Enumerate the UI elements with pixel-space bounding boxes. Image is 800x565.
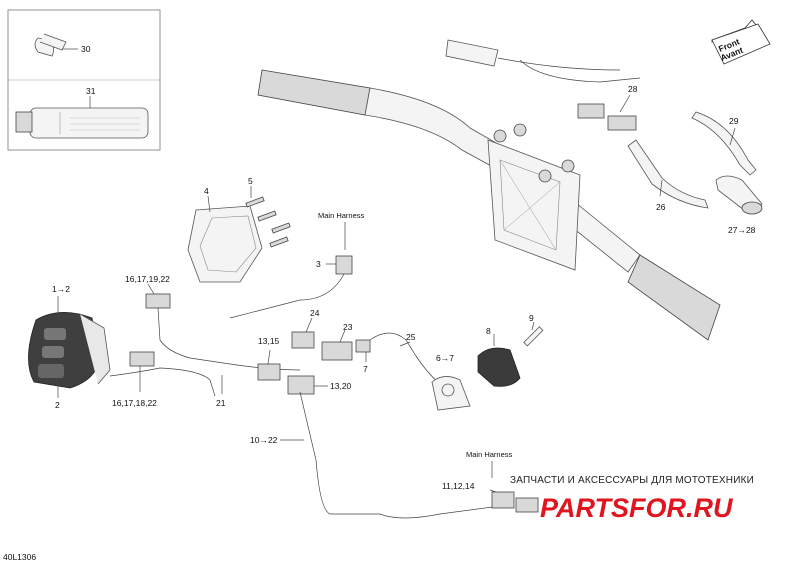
inset-box: 30 31 [7,9,161,151]
callout-24: 24 [310,308,320,318]
callout-27-28: 27→28 [728,225,756,235]
callout-16-17-18-22: 16,17,18,22 [112,398,157,408]
part-7-connector [355,332,441,385]
part-26-tube [627,139,709,209]
callout-13-20: 13,20 [330,381,352,391]
callout-6-7: 6→7 [436,353,454,363]
callout-28: 28 [628,84,638,94]
watermark-brand: PARTSFOR.RU [540,493,734,523]
part-29-tube [691,111,757,176]
main-harness-bottom-label: Main Harness [466,450,513,459]
callout-25: 25 [406,332,416,342]
part-1-switch [28,296,111,398]
callout-8: 8 [486,326,491,336]
diagram-code: 40L1306 [3,552,36,562]
callout-11-12-14: 11,12,14 [442,481,475,491]
watermark-brand-b: FOR [629,493,686,523]
callout-7: 7 [363,364,368,374]
callout-21: 21 [216,398,226,408]
callout-16-17-19-22: 16,17,19,22 [125,274,170,284]
part-27-boot [715,175,763,215]
callout-1-2: 1→2 [52,284,70,294]
part-6-switch [431,376,471,411]
main-harness-top-label: Main Harness [318,211,365,220]
callout-31: 31 [86,86,96,96]
watermark-brand-a: PARTS [540,493,629,523]
part-5-screws [245,186,291,248]
watermark: ЗАПЧАСТИ И АКСЕССУАРЫ ДЛЯ МОТОТЕХНИКИ PA… [510,475,754,523]
callout-3: 3 [316,259,321,269]
callout-13-15: 13,15 [258,336,280,346]
callout-10-22: 10→22 [250,435,278,445]
watermark-brand-c: .RU [686,493,734,523]
callout-9: 9 [529,313,534,323]
part-13-connectors [257,349,328,395]
part-10-harness [280,391,501,519]
callout-5: 5 [248,176,253,186]
callout-26: 26 [656,202,666,212]
watermark-tagline: ЗАПЧАСТИ И АКСЕССУАРЫ ДЛЯ МОТОТЕХНИКИ [510,475,754,486]
callout-4: 4 [204,186,209,196]
callout-23: 23 [343,322,353,332]
part-28-connectors [577,94,637,131]
part-11-connectors [489,489,539,513]
part-4-housing [187,195,263,283]
part-9-pin [523,321,544,347]
part-3-connector [229,255,353,319]
callout-2: 2 [55,400,60,410]
part-24-connector [291,317,315,349]
callout-29: 29 [729,116,739,126]
handlebar-assembly [257,39,721,341]
part-31-tube [15,96,149,139]
part-30-clip [34,33,78,57]
part-8-knob [477,334,521,387]
callout-30: 30 [81,44,91,54]
part-23-connector [321,329,353,361]
front-arrow-icon: Front Avant [711,19,771,65]
